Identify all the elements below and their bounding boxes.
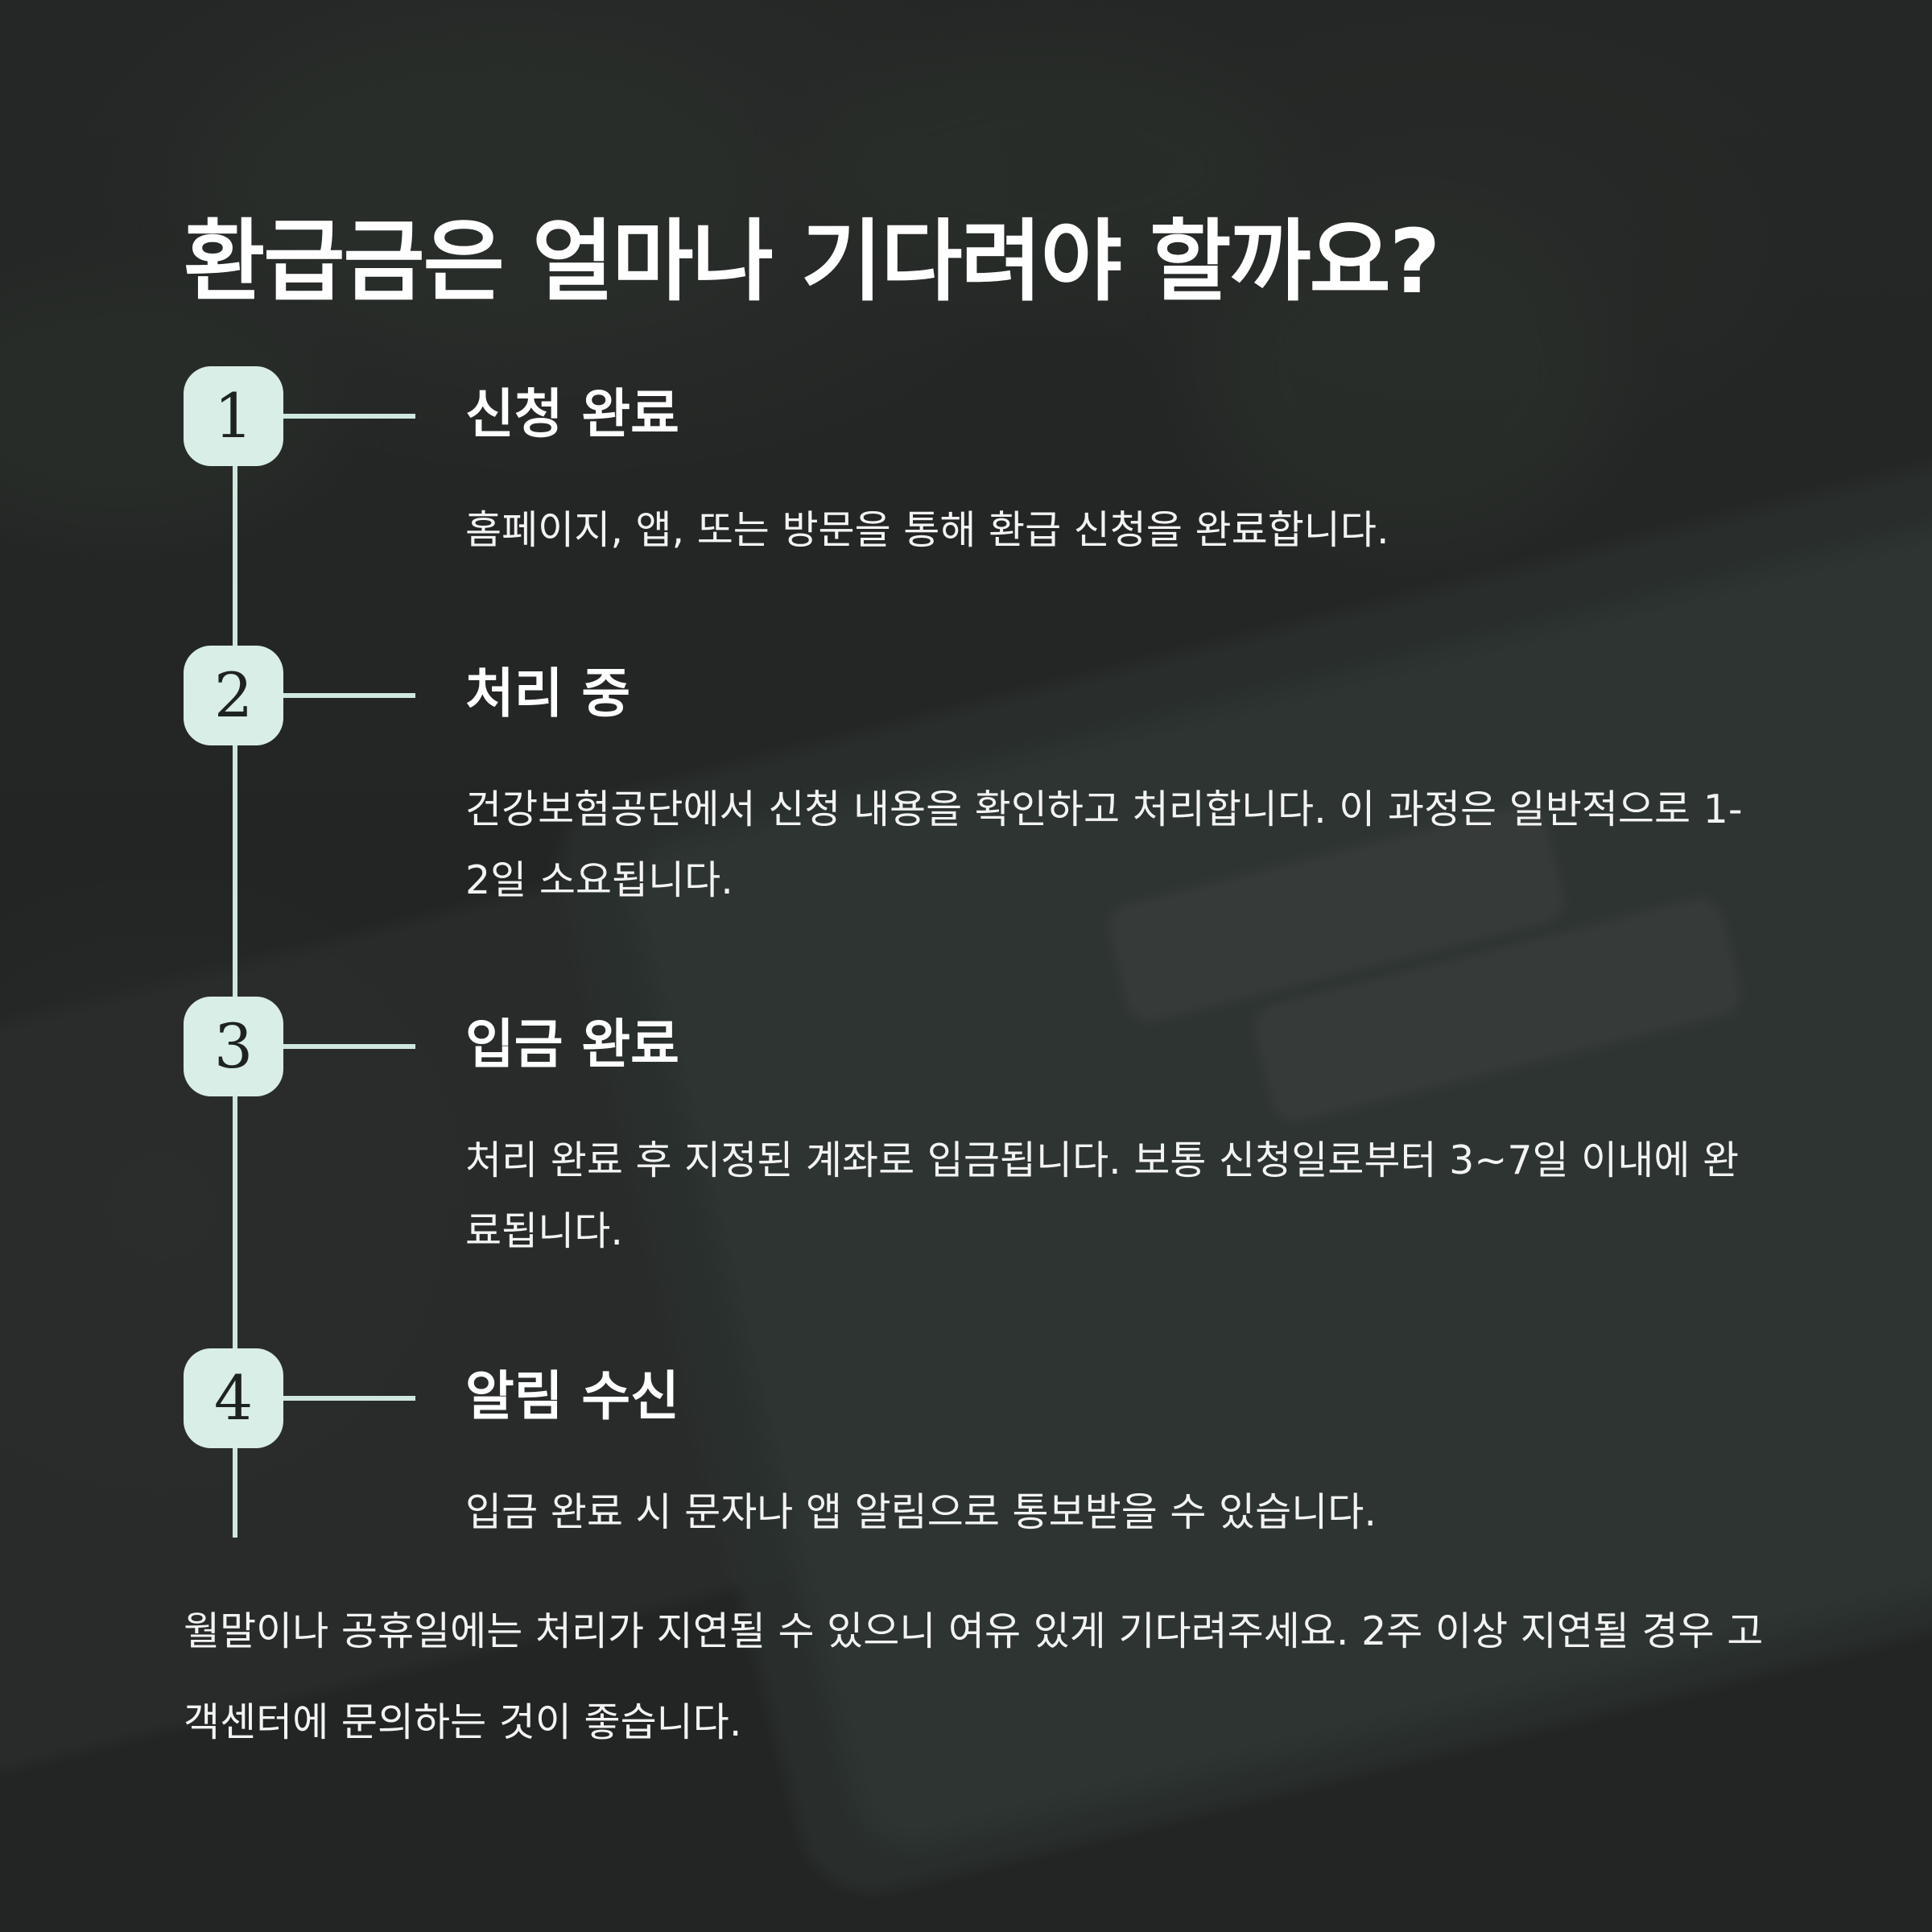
step-connector <box>283 1396 415 1401</box>
step-number-badge: 4 <box>184 1348 283 1448</box>
step-description: 건강보험공단에서 신청 내용을 확인하고 처리합니다. 이 과정은 일반적으로 … <box>465 786 1743 903</box>
step-description: 처리 완료 후 지정된 계좌로 입금됩니다. 보통 신청일로부터 3~7일 이내… <box>465 1137 1740 1254</box>
step-title: 입금 완료 <box>465 1013 679 1075</box>
step-description: 홈페이지, 앱, 또는 방문을 통해 환급 신청을 완료합니다. <box>465 507 1389 553</box>
step-connector <box>283 1044 415 1049</box>
timeline-line <box>233 419 237 1538</box>
step-title: 처리 중 <box>465 663 631 724</box>
step-number-badge: 1 <box>184 366 283 466</box>
step-title: 신청 완료 <box>465 383 679 445</box>
step-number-badge: 3 <box>184 997 283 1096</box>
page-title: 환급금은 얼마나 기다려야 할까요? <box>184 210 1440 313</box>
footer-note: 월말이나 공휴일에는 처리가 지연될 수 있으니 여유 있게 기다려주세요. 2… <box>184 1608 1764 1745</box>
step-title: 알림 수신 <box>465 1365 679 1427</box>
step-connector <box>283 414 415 419</box>
step-number-badge: 2 <box>184 646 283 745</box>
step-description: 입금 완료 시 문자나 앱 알림으로 통보받을 수 있습니다. <box>465 1489 1377 1535</box>
step-connector <box>283 693 415 698</box>
